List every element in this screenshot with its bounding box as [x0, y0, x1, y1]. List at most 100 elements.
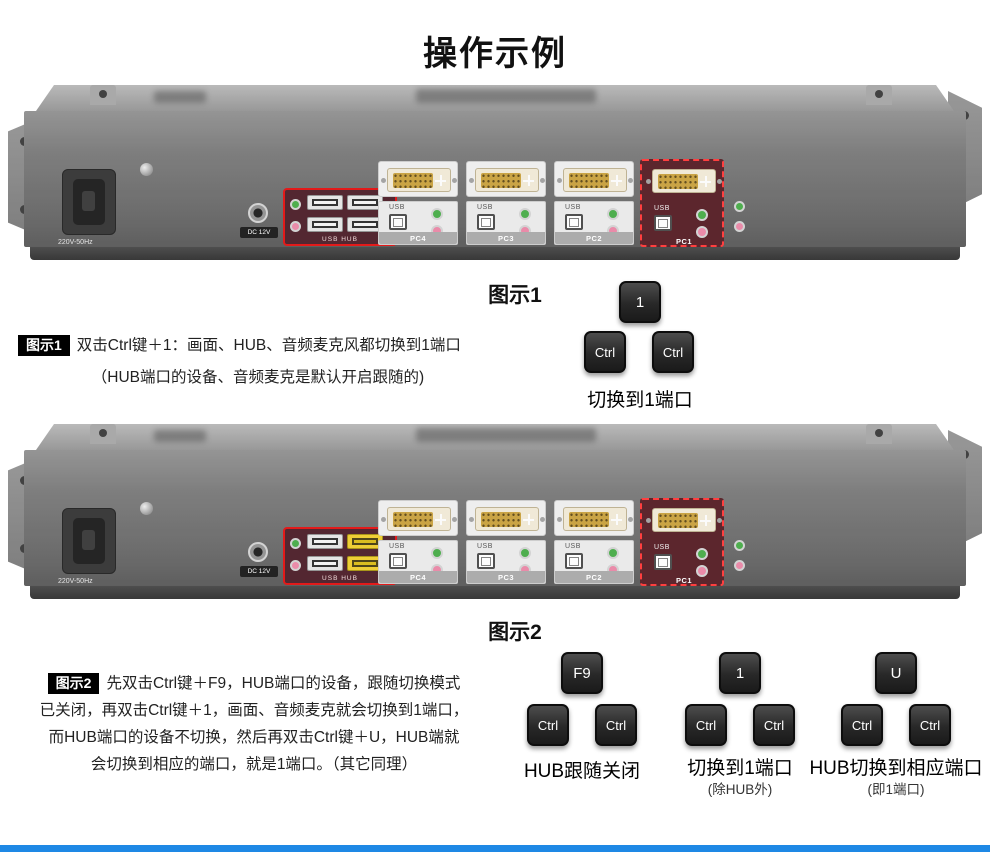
usb-port-label: USB: [565, 543, 581, 550]
dvi-connector-plate: [554, 161, 634, 197]
dc-label: DC 12V: [240, 566, 278, 577]
mic-jack: [290, 221, 301, 232]
pc1-panel: USB PC1: [644, 203, 724, 247]
dvi-pins: [658, 174, 698, 189]
figure2-text-block: 图示2 先双击Ctrl键＋F9，HUB端口的设备，跟随切换模式 已关闭，再双击C…: [4, 670, 504, 778]
kvm-rear-panel-figure2: 220V-50Hz DC 12V USB HUB USB: [8, 424, 982, 604]
blurred-brand-text: [416, 89, 596, 103]
usb-port-label: USB: [477, 204, 493, 211]
usb-b-port: [565, 214, 583, 230]
usb-b-port: [389, 553, 407, 569]
ground-screw: [140, 502, 153, 515]
pc4-port-group: USB PC4: [376, 159, 460, 247]
usb-hub-port: [347, 217, 383, 232]
usb-b-port: [654, 215, 672, 231]
key-ctrl: Ctrl: [652, 331, 694, 373]
port-name: PC1: [675, 236, 693, 246]
key-ctrl: Ctrl: [584, 331, 626, 373]
pc2-port-group: USB PC2: [552, 159, 636, 247]
usb-b-port: [565, 553, 583, 569]
mic-jack: [734, 560, 745, 571]
pc4-port-group: USB PC4: [376, 498, 460, 586]
figure1-caption: 切换到1端口: [587, 390, 693, 411]
audio-jack: [696, 209, 708, 221]
figure1-badge: 图示1: [18, 335, 70, 356]
usb-port-label: USB: [389, 204, 405, 211]
usb-hub-port-switched: [347, 534, 383, 549]
pc1-audio-jacks: [730, 197, 770, 247]
port-name: PC3: [467, 571, 545, 583]
usb-hub-label: USB HUB: [322, 236, 358, 243]
dvi-connector-plate: [644, 502, 724, 538]
dvi-connector: [646, 169, 722, 193]
dvi-pins: [481, 512, 521, 527]
usb-b-port: [477, 214, 495, 230]
audio-jack: [607, 547, 619, 559]
pc3-panel: USB PC3: [466, 540, 546, 584]
key-f9: F9: [561, 652, 603, 694]
dvi-cross-slot: [435, 514, 446, 525]
audio-jack: [734, 540, 745, 551]
dvi-connector-plate: [466, 500, 546, 536]
chassis-top: [36, 85, 954, 111]
key-u: U: [875, 652, 917, 694]
dvi-connector-plate: [378, 500, 458, 536]
figure1-line1: 双击Ctrl键＋1：画面、HUB、音频麦克风都切换到1端口: [76, 337, 461, 354]
dvi-connector-plate: [378, 161, 458, 197]
dc-label: DC 12V: [240, 227, 278, 238]
port-name: PC4: [379, 571, 457, 583]
ac-power-inlet: [62, 169, 116, 235]
usb-hub-port: [307, 556, 343, 571]
dvi-connector: [469, 507, 545, 531]
dvi-cross-slot: [435, 175, 446, 186]
usb-hub-port: [307, 195, 343, 210]
dvi-connector: [381, 507, 457, 531]
dc-power-jack: [248, 542, 268, 562]
port-name: PC1: [675, 575, 693, 585]
dvi-connector-plate: [644, 163, 724, 199]
dvi-pins: [393, 173, 433, 188]
top-mount-tab: [90, 85, 116, 105]
dvi-pins: [569, 173, 609, 188]
audio-jack: [519, 208, 531, 220]
port-name: PC3: [467, 232, 545, 244]
power-socket: [73, 179, 105, 225]
usb-port-label: USB: [565, 204, 581, 211]
top-mount-tab: [866, 424, 892, 444]
pc3-panel: USB PC3: [466, 201, 546, 245]
usb-port-label: USB: [477, 543, 493, 550]
dc-power-jack: [248, 203, 268, 223]
pc4-panel: USB PC4: [378, 540, 458, 584]
pc2-panel: USB PC2: [554, 201, 634, 245]
chassis-bottom-edge: [30, 586, 960, 599]
usb-hub-port: [307, 534, 343, 549]
key-ctrl: Ctrl: [841, 704, 883, 746]
audio-jack: [734, 201, 745, 212]
dvi-connector: [557, 168, 633, 192]
footer-accent-bar: [0, 845, 990, 852]
ac-power-inlet: [62, 508, 116, 574]
figure1-header: 图示1: [488, 284, 542, 307]
usb-hub-port: [307, 217, 343, 232]
power-label: 220V-50Hz: [58, 239, 93, 246]
chassis-bottom-edge: [30, 247, 960, 260]
pc4-panel: USB PC4: [378, 201, 458, 245]
pc3-port-group: USB PC3: [464, 498, 548, 586]
key-ctrl: Ctrl: [595, 704, 637, 746]
usb-b-port: [654, 554, 672, 570]
dvi-connector: [381, 168, 457, 192]
blurred-logo: [154, 91, 206, 103]
figure2-line1: 先双击Ctrl键＋F9，HUB端口的设备，跟随切换模式: [106, 675, 461, 692]
dvi-cross-slot: [611, 175, 622, 186]
figure2-badge: 图示2: [47, 673, 100, 694]
usb-port-label: USB: [654, 544, 670, 551]
pc2-port-group: USB PC2: [552, 498, 636, 586]
dvi-pins: [393, 512, 433, 527]
power-label: 220V-50Hz: [58, 578, 93, 585]
pc3-port-group: USB PC3: [464, 159, 548, 247]
figure1-line2: （HUB端口的设备、音频麦克是默认开启跟随的): [91, 369, 425, 386]
chassis-top: [36, 424, 954, 450]
mic-jack: [734, 221, 745, 232]
dvi-pins: [569, 512, 609, 527]
